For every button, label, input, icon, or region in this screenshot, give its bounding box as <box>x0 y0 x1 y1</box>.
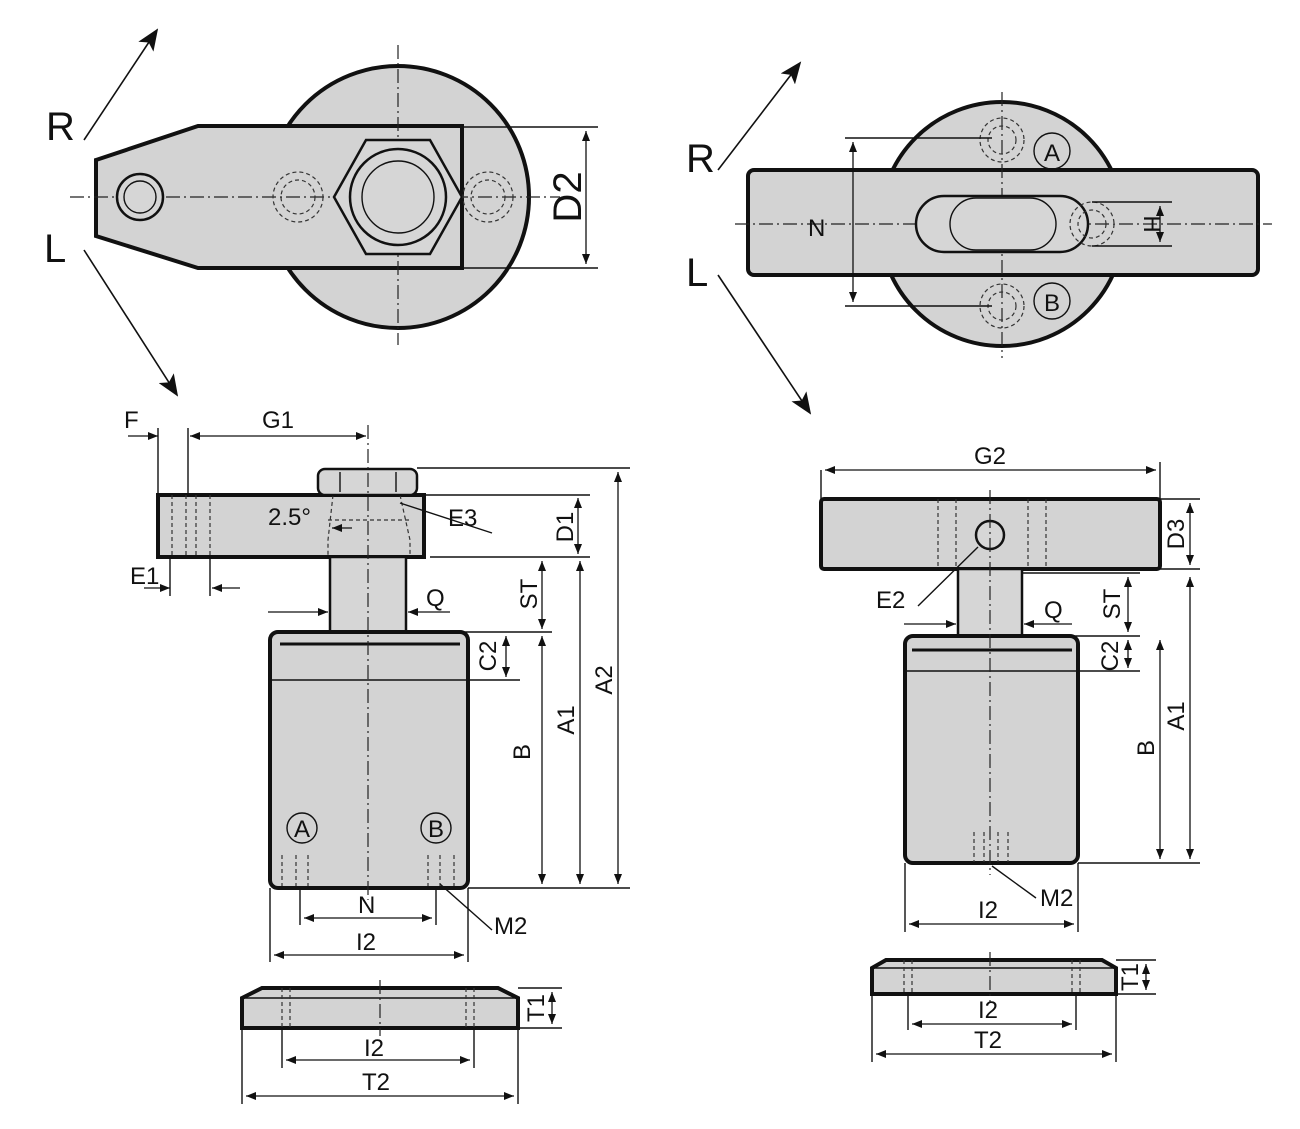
top-view-left: D2 R L <box>44 28 598 397</box>
dim-c2-label: C2 <box>475 641 502 672</box>
dim-b-label-side: B <box>509 744 536 760</box>
rotation-r-label: R <box>46 105 75 149</box>
dim-g2-label: G2 <box>974 443 1006 470</box>
dim-q-label-right: Q <box>1044 597 1063 624</box>
dim-i2-label-plate-left: I2 <box>364 1035 384 1062</box>
angle-label: 2.5° <box>268 504 311 531</box>
dim-e1-label: E1 <box>130 563 159 590</box>
dim-e2-label: E2 <box>876 587 905 614</box>
dim-m2-label-right: M2 <box>1040 885 1073 912</box>
side-view-left: A B F G1 2.5° E3 E1 D1 ST Q <box>124 407 630 962</box>
dim-st-label-right: ST <box>1099 588 1126 619</box>
dim-b-label-right: B <box>1133 740 1160 756</box>
dim-d2-label: D2 <box>546 171 590 222</box>
dim-i2-label-plate-right: I2 <box>978 997 998 1024</box>
base-plate-right: T1 I2 T2 <box>870 952 1156 1062</box>
rotation-r-label-right: R <box>686 137 715 181</box>
dim-m2-label-side: M2 <box>494 913 527 940</box>
dim-a1-label: A1 <box>553 705 580 734</box>
dim-d3-label: D3 <box>1163 519 1190 550</box>
port-b-label-side: B <box>428 816 444 843</box>
dim-i2-label-right: I2 <box>978 897 998 924</box>
dim-n-label-side: N <box>358 892 375 919</box>
dim-a2-label: A2 <box>591 665 618 694</box>
top-view-right: A B N H R L <box>686 61 1272 415</box>
dim-g1-label: G1 <box>262 407 294 434</box>
dim-h-label: H <box>1138 215 1165 232</box>
dim-n-label-top: N <box>808 215 825 242</box>
dim-st-label: ST <box>516 578 543 609</box>
dim-t1-label-left: T1 <box>523 994 550 1022</box>
port-b-label-top: B <box>1044 290 1060 317</box>
port-a-label-top: A <box>1044 140 1060 167</box>
side-view-right: G2 D3 E2 Q ST C2 B A1 M2 I2 <box>819 443 1200 932</box>
dim-c2-label-right: C2 <box>1097 641 1124 672</box>
dim-i2-label-side: I2 <box>356 929 376 956</box>
port-a-label-side: A <box>294 816 310 843</box>
rotation-l-label-right: L <box>686 251 708 295</box>
dim-a1-label-right: A1 <box>1163 701 1190 730</box>
rotation-l-label: L <box>44 227 66 271</box>
dim-t2-label-right: T2 <box>974 1027 1002 1054</box>
base-plate-left: T1 I2 T2 <box>240 980 562 1104</box>
dim-f-label: F <box>124 407 139 434</box>
dim-t2-label-left: T2 <box>362 1069 390 1096</box>
dim-t1-label-right: T1 <box>1117 963 1144 991</box>
dim-d1-label: D1 <box>552 512 579 543</box>
dim-e3-label: E3 <box>448 505 477 532</box>
dim-q-label: Q <box>426 585 445 612</box>
